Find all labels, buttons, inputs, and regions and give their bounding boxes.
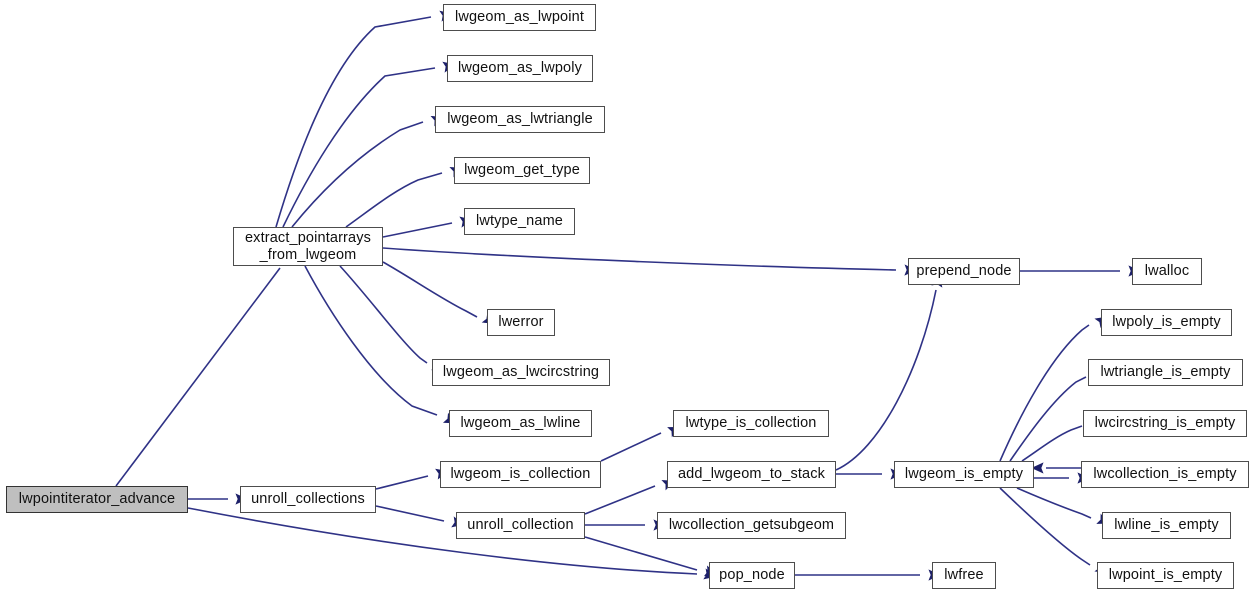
graph-node-lwgeom-get-type[interactable]: lwgeom_get_type [454, 157, 590, 184]
graph-node-lwtype-name[interactable]: lwtype_name [464, 208, 575, 235]
graph-node-pop-node[interactable]: pop_node [709, 562, 795, 589]
graph-node-lwerror[interactable]: lwerror [487, 309, 555, 336]
call-edge [1016, 487, 1092, 519]
call-edge [375, 475, 429, 490]
graph-node-lwgeom-as-lwline[interactable]: lwgeom_as_lwline [449, 410, 592, 437]
graph-node-lwcircstring-is-empty[interactable]: lwcircstring_is_empty [1083, 410, 1247, 437]
call-edge [835, 289, 937, 471]
graph-node-lwfree[interactable]: lwfree [932, 562, 996, 589]
call-edge [999, 487, 1091, 566]
graph-node-lwgeom-as-lwcircstring[interactable]: lwgeom_as_lwcircstring [432, 359, 610, 386]
call-edge [584, 536, 698, 571]
graph-node-extract-pointarrays-from-lwgeom[interactable]: extract_pointarrays _from_lwgeom [233, 227, 383, 266]
call-edge [187, 507, 698, 575]
call-edge [1009, 376, 1087, 462]
graph-node-add-lwgeom-to-stack[interactable]: add_lwgeom_to_stack [667, 461, 836, 488]
graph-node-lwgeom-as-lwpoint[interactable]: lwgeom_as_lwpoint [443, 4, 596, 31]
graph-node-lwpointiterator-advance[interactable]: lwpointiterator_advance [6, 486, 188, 513]
graph-node-lwpoint-is-empty[interactable]: lwpoint_is_empty [1097, 562, 1234, 589]
graph-node-unroll-collection[interactable]: unroll_collection [456, 512, 585, 539]
call-edge [382, 222, 453, 238]
graph-node-prepend-node[interactable]: prepend_node [908, 258, 1020, 285]
graph-node-lwalloc[interactable]: lwalloc [1132, 258, 1202, 285]
call-edge [291, 121, 424, 228]
graph-node-lwline-is-empty[interactable]: lwline_is_empty [1102, 512, 1231, 539]
graph-node-lwgeom-is-empty[interactable]: lwgeom_is_empty [894, 461, 1034, 488]
graph-node-lwcollection-is-empty[interactable]: lwcollection_is_empty [1081, 461, 1249, 488]
call-edge [282, 67, 436, 228]
graph-node-lwgeom-is-collection[interactable]: lwgeom_is_collection [440, 461, 601, 488]
graph-node-lwgeom-as-lwpoly[interactable]: lwgeom_as_lwpoly [447, 55, 593, 82]
call-edge [1021, 425, 1083, 462]
arrowhead-icon [1031, 462, 1044, 474]
graph-node-lwgeom-as-lwtriangle[interactable]: lwgeom_as_lwtriangle [435, 106, 605, 133]
call-edge [275, 16, 432, 228]
call-edge [999, 324, 1090, 462]
graph-node-lwtriangle-is-empty[interactable]: lwtriangle_is_empty [1088, 359, 1243, 386]
graph-node-lwtype-is-collection[interactable]: lwtype_is_collection [673, 410, 829, 437]
graph-node-unroll-collections[interactable]: unroll_collections [240, 486, 376, 513]
call-edge [382, 247, 897, 271]
graph-node-lwpoly-is-empty[interactable]: lwpoly_is_empty [1101, 309, 1232, 336]
call-edge [375, 505, 445, 522]
graph-node-lwcollection-getsubgeom[interactable]: lwcollection_getsubgeom [657, 512, 846, 539]
call-edge [304, 265, 438, 416]
call-edge [584, 485, 656, 515]
call-edge [600, 432, 662, 462]
call-edge [115, 267, 281, 487]
call-edge [339, 265, 428, 364]
call-edge [382, 261, 478, 318]
call-edge [345, 172, 443, 228]
